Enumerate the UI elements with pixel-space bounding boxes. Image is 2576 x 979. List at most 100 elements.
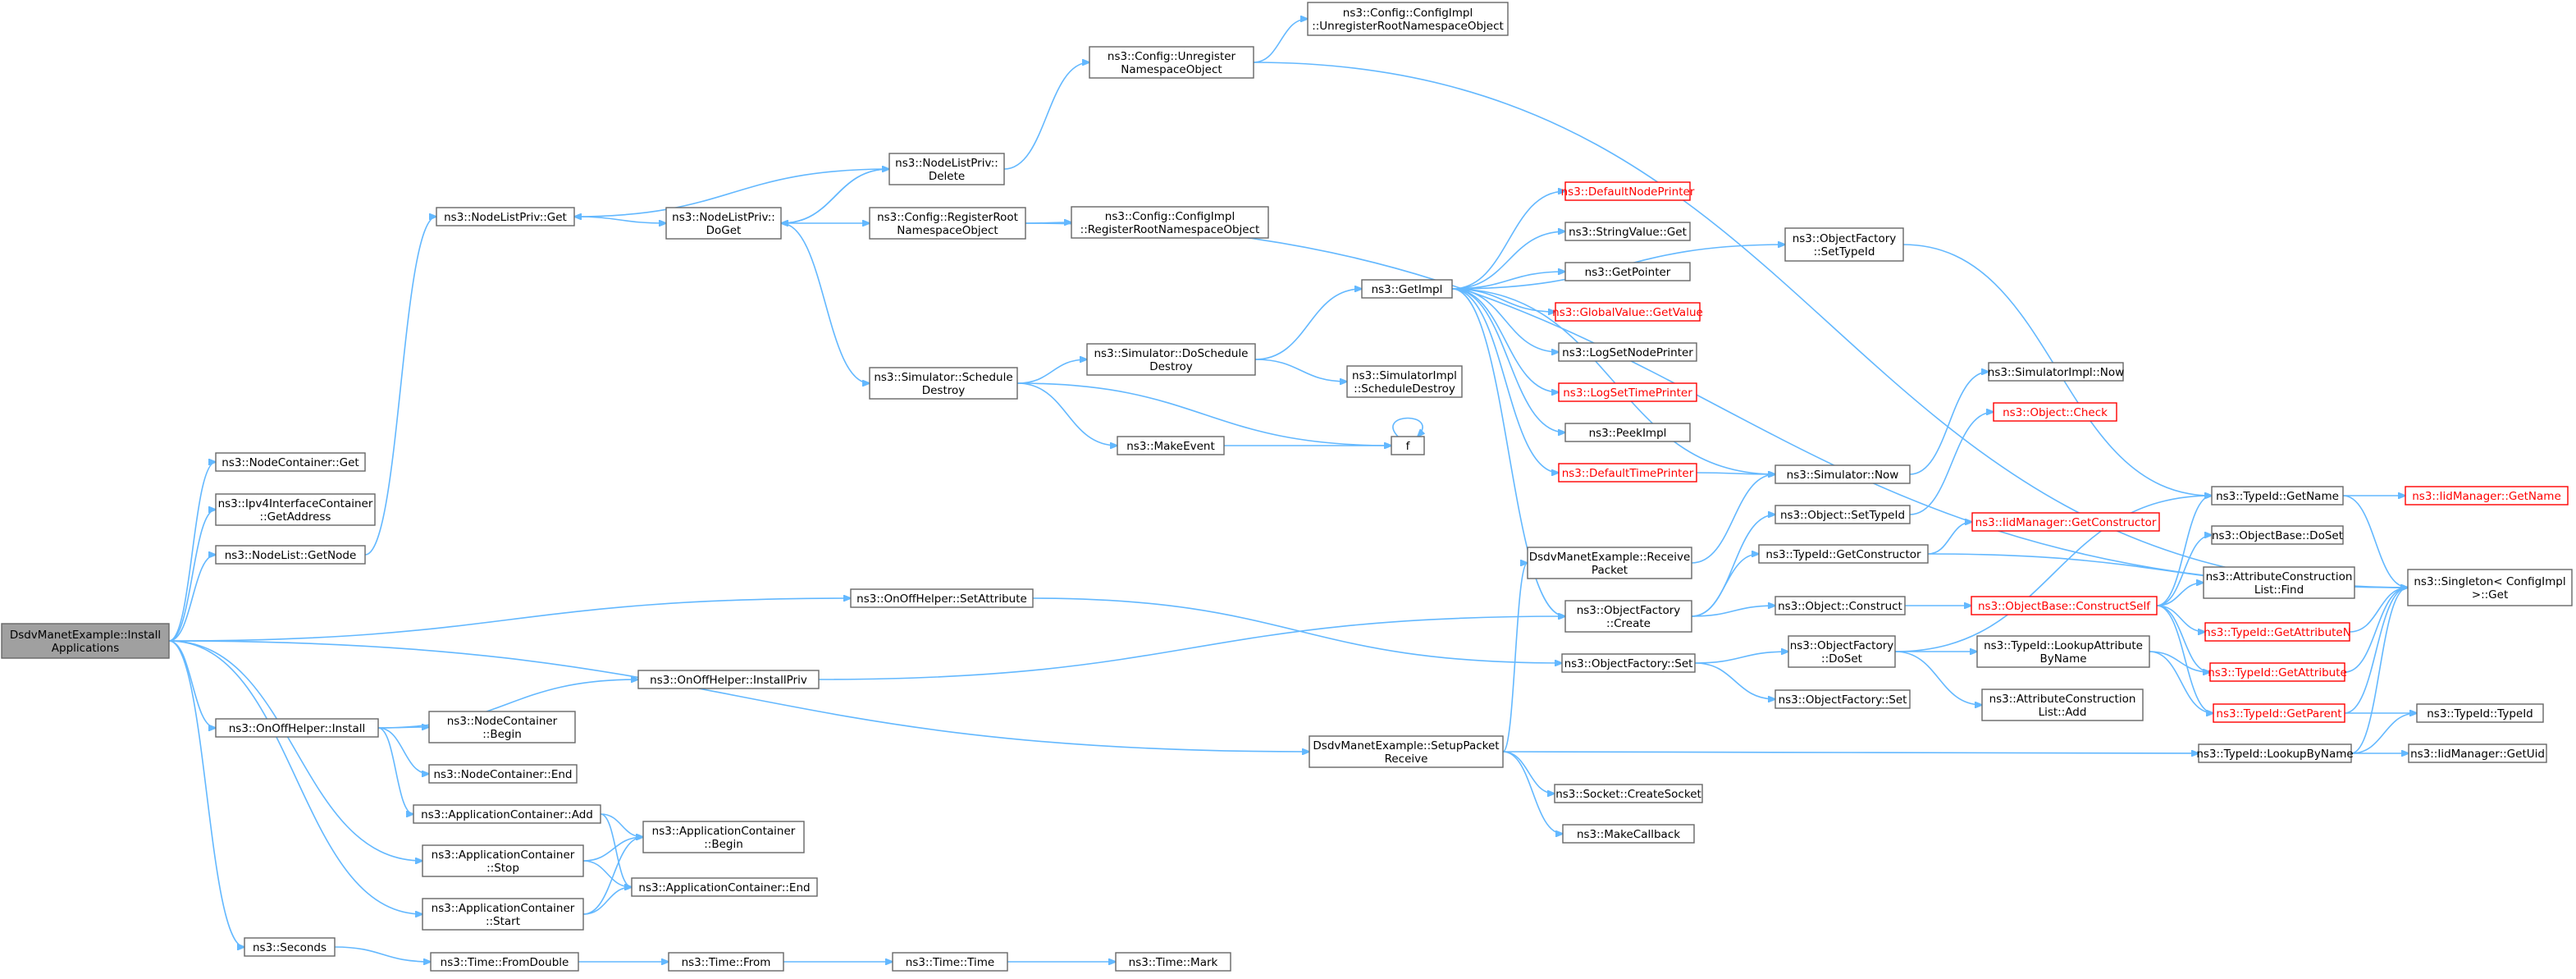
node-logsettime[interactable]: ns3::LogSetTimePrinter xyxy=(1558,382,1697,402)
edge-getimpl-to-deftimeprinter xyxy=(1451,288,1559,473)
node-ipv4-getaddr[interactable]: ns3::Ipv4InterfaceContainer::GetAddress xyxy=(215,493,376,526)
node-strval-get[interactable]: ns3::StringValue::Get xyxy=(1564,222,1691,241)
edge-tid_lookupattr-to-tid_getattr xyxy=(2149,651,2210,672)
node-cfg-reg[interactable]: ns3::Config::RegisterRootNamespaceObject xyxy=(869,207,1026,240)
node-label: ns3::ObjectFactory xyxy=(1793,232,1897,245)
node-simimpl-sched[interactable]: ns3::SimulatorImpl::ScheduleDestroy xyxy=(1346,365,1463,398)
node-box xyxy=(215,718,379,738)
node-getpointer[interactable]: ns3::GetPointer xyxy=(1564,262,1691,281)
node-makeevent[interactable]: ns3::MakeEvent xyxy=(1117,436,1225,455)
node-seconds[interactable]: ns3::Seconds xyxy=(244,937,336,957)
node-label: ns3::OnOffHelper::SetAttribute xyxy=(856,592,1027,606)
node-nlp-get[interactable]: ns3::NodeListPriv::Get xyxy=(436,207,575,226)
node-nc-end[interactable]: ns3::NodeContainer::End xyxy=(428,764,578,784)
node-cfgimpl-unreg[interactable]: ns3::Config::ConfigImpl::UnregisterRootN… xyxy=(1307,2,1509,36)
node-tid-getname[interactable]: ns3::TypeId::GetName xyxy=(2211,486,2344,506)
node-box xyxy=(436,207,575,226)
node-peekimpl[interactable]: ns3::PeekImpl xyxy=(1564,423,1691,442)
node-tid-lookupname[interactable]: ns3::TypeId::LookupByName xyxy=(2196,743,2354,763)
node-defnodeprinter[interactable]: ns3::DefaultNodePrinter xyxy=(1561,181,1695,201)
node-makecallback[interactable]: ns3::MakeCallback xyxy=(1562,824,1695,844)
node-ac-stop[interactable]: ns3::ApplicationContainer::Stop xyxy=(422,844,584,877)
node-onoff-installpriv[interactable]: ns3::OnOffHelper::InstallPriv xyxy=(637,670,820,689)
node-obj-settypeid[interactable]: ns3::Object::SetTypeId xyxy=(1774,505,1911,524)
node-label: ::Stop xyxy=(486,862,519,875)
node-label: NamespaceObject xyxy=(897,224,998,237)
node-simimpl-now[interactable]: ns3::SimulatorImpl::Now xyxy=(1988,362,2124,382)
node-label: ns3::Object::SetTypeId xyxy=(1780,509,1905,522)
node-tid-getattrn[interactable]: ns3::TypeId::GetAttributeN xyxy=(2204,622,2351,642)
node-iid-getname[interactable]: ns3::IidManager::GetName xyxy=(2405,486,2569,506)
node-box xyxy=(1564,423,1691,442)
node-time-from[interactable]: ns3::Time::From xyxy=(668,952,784,972)
edge-of_create-to-obj_construct xyxy=(1691,606,1775,617)
node-obj-check[interactable]: ns3::Object::Check xyxy=(1993,402,2117,422)
node-nc-get[interactable]: ns3::NodeContainer::Get xyxy=(215,452,366,472)
node-nc-begin[interactable]: ns3::NodeContainer::Begin xyxy=(428,711,576,743)
node-sim-now[interactable]: ns3::Simulator::Now xyxy=(1774,464,1911,484)
node-obj-construct[interactable]: ns3::Object::Construct xyxy=(1774,596,1906,615)
node-getimpl[interactable]: ns3::GetImpl xyxy=(1361,279,1453,299)
node-deftimeprinter[interactable]: ns3::DefaultTimePrinter xyxy=(1558,463,1697,483)
node-logsetnode[interactable]: ns3::LogSetNodePrinter xyxy=(1558,342,1697,362)
node-tid-typeid[interactable]: ns3::TypeId::TypeId xyxy=(2416,703,2544,723)
node-label: ByName xyxy=(2039,652,2086,666)
node-of-doset[interactable]: ns3::ObjectFactory::DoSet xyxy=(1788,635,1896,668)
node-tid-getparent[interactable]: ns3::TypeId::GetParent xyxy=(2213,703,2345,723)
node-box xyxy=(1562,824,1695,844)
node-box xyxy=(1976,635,2150,668)
edge-sim_sched-to-sim_dosched xyxy=(1016,359,1087,384)
node-nl-getnode[interactable]: ns3::NodeList::GetNode xyxy=(215,545,366,565)
node-sim-sched[interactable]: ns3::Simulator::ScheduleDestroy xyxy=(869,367,1018,400)
edge-getimpl-to-of_create xyxy=(1451,288,1565,616)
edge-of_set-to-of_doset xyxy=(1694,652,1788,664)
node-gv-getvalue[interactable]: ns3::GlobalValue::GetValue xyxy=(1552,302,1703,322)
node-onoff-setattr[interactable]: ns3::OnOffHelper::SetAttribute xyxy=(850,588,1034,608)
node-ac-add[interactable]: ns3::ApplicationContainer::Add xyxy=(413,804,601,824)
node-onoff-install[interactable]: ns3::OnOffHelper::Install xyxy=(215,718,379,738)
edge-cfg_unreg-to-singleton_get xyxy=(1253,62,2408,588)
node-time-fromdouble[interactable]: ns3::Time::FromDouble xyxy=(430,952,579,972)
edge-nlp_delete-to-cfg_unreg xyxy=(1003,62,1089,170)
edges-layer xyxy=(168,19,2417,962)
node-iid-getuid[interactable]: ns3::IidManager::GetUid xyxy=(2408,743,2547,763)
node-ac-start[interactable]: ns3::ApplicationContainer::Start xyxy=(422,898,584,931)
node-tid-getattr[interactable]: ns3::TypeId::GetAttribute xyxy=(2208,662,2347,682)
node-label: ns3::TypeId::TypeId xyxy=(2427,707,2533,721)
edge-onoff_setattr-to-of_set xyxy=(1032,597,1562,663)
node-singleton-get[interactable]: ns3::Singleton< ConfigImpl>::Get xyxy=(2407,569,2573,606)
node-box xyxy=(1774,689,1911,709)
node-tid-getctor[interactable]: ns3::TypeId::GetConstructor xyxy=(1758,544,1929,564)
node-f[interactable]: f xyxy=(1391,436,1425,455)
node-iid-getctor[interactable]: ns3::IidManager::GetConstructor xyxy=(1971,512,2160,532)
node-ac-begin[interactable]: ns3::ApplicationContainer::Begin xyxy=(642,821,805,853)
node-of-set[interactable]: ns3::ObjectFactory::Set xyxy=(1561,653,1696,673)
node-nlp-delete[interactable]: ns3::NodeListPriv::Delete xyxy=(888,153,1005,185)
node-nlp-doget[interactable]: ns3::NodeListPriv::DoGet xyxy=(665,207,782,240)
node-sock-create[interactable]: ns3::Socket::CreateSocket xyxy=(1554,784,1703,803)
node-label: ns3::MakeEvent xyxy=(1126,440,1215,453)
node-label: ns3::TypeId::GetAttributeN xyxy=(2204,626,2351,639)
node-of-set2[interactable]: ns3::ObjectFactory::Set xyxy=(1774,689,1911,709)
node-time-time[interactable]: ns3::Time::Time xyxy=(892,952,1008,972)
node-of-settypeid[interactable]: ns3::ObjectFactory::SetTypeId xyxy=(1784,227,1904,262)
node-label: ns3::Simulator::Now xyxy=(1787,469,1899,482)
node-cfgimpl-reg[interactable]: ns3::Config::ConfigImpl::RegisterRootNam… xyxy=(1071,206,1269,239)
node-box xyxy=(1391,436,1425,455)
node-ob-constructself[interactable]: ns3::ObjectBase::ConstructSelf xyxy=(1971,596,2158,615)
node-ob-doset[interactable]: ns3::ObjectBase::DoSet xyxy=(2211,525,2344,545)
node-ac-end[interactable]: ns3::ApplicationContainer::End xyxy=(631,877,818,897)
node-label: ns3::Config::ConfigImpl xyxy=(1105,210,1235,223)
node-time-mark[interactable]: ns3::Time::Mark xyxy=(1115,952,1231,972)
node-box xyxy=(1555,302,1701,322)
node-of-create[interactable]: ns3::ObjectFactory::Create xyxy=(1564,600,1692,633)
node-box xyxy=(2405,486,2569,506)
